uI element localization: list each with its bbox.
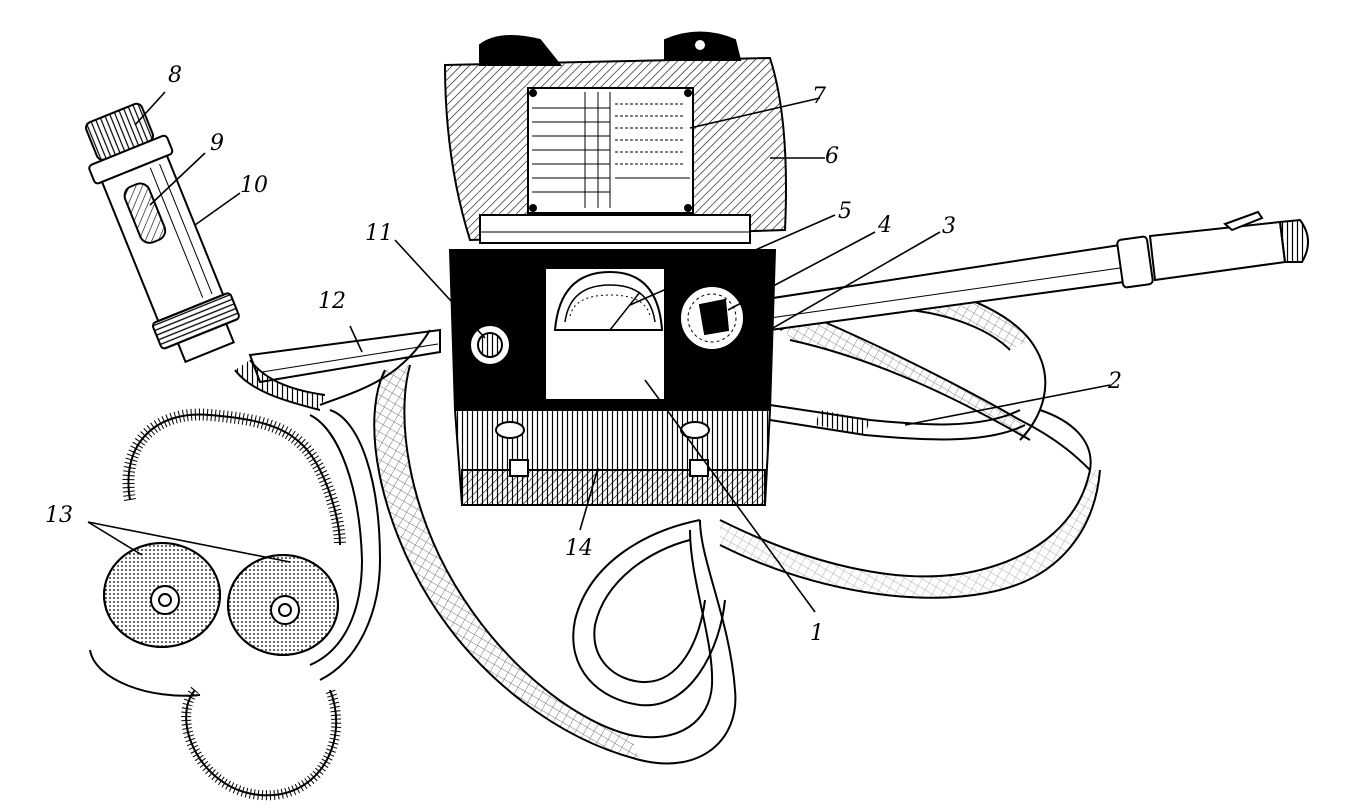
label-4: 4 — [877, 213, 892, 238]
label-5: 5 — [838, 199, 852, 224]
label-12: 12 — [318, 289, 346, 314]
label-13: 13 — [45, 503, 73, 528]
headphones — [89, 408, 382, 801]
cable — [769, 404, 1026, 441]
label-7: 7 — [812, 84, 826, 109]
case-lid — [443, 31, 787, 244]
label-11: 11 — [365, 221, 393, 246]
label-2: 2 — [1107, 369, 1122, 394]
label-6: 6 — [825, 144, 839, 169]
label-14: 14 — [565, 536, 593, 561]
label-1: 1 — [810, 621, 824, 646]
label-3: 3 — [942, 214, 956, 239]
probe-rod — [248, 210, 1309, 384]
part-labels: 1 2 3 4 5 6 7 8 9 10 11 12 13 14 — [45, 63, 1122, 646]
probe-head — [85, 102, 240, 364]
case-body — [448, 249, 777, 506]
probe-hose — [234, 329, 431, 411]
label-8: 8 — [168, 63, 182, 88]
label-10: 10 — [240, 173, 268, 198]
label-9: 9 — [210, 131, 224, 156]
leader-lines — [87, 91, 1111, 613]
